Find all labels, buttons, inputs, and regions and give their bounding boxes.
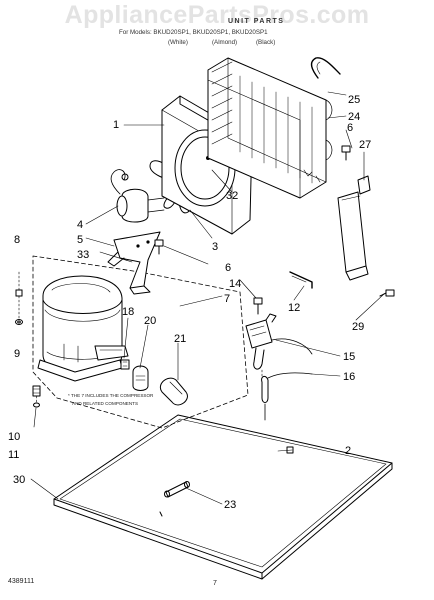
callout-33: 33	[77, 249, 89, 261]
screw-bracket	[154, 239, 164, 255]
callout-14: 14	[229, 278, 241, 290]
drain-tube	[159, 481, 190, 517]
compressor-foot	[32, 385, 41, 408]
callout-11: 11	[8, 449, 19, 461]
solenoid-valve	[245, 313, 313, 385]
screw-center	[253, 297, 263, 315]
callout-7: 7	[224, 293, 230, 305]
leader-lines	[30, 91, 385, 505]
model-colors: (White) (Almond) (Black)	[168, 39, 300, 46]
callout-24: 24	[348, 111, 360, 123]
fan-motor-bracket	[107, 231, 161, 295]
callout-3: 3	[212, 241, 218, 253]
callout-6-top: 6	[347, 122, 353, 134]
callout-18: 18	[122, 306, 134, 318]
side-bracket	[337, 191, 369, 281]
screw-upper-right	[341, 145, 351, 161]
compressor	[37, 275, 129, 382]
color-almond: (Almond)	[212, 39, 238, 46]
condenser-coil	[207, 57, 333, 199]
watermark: AppliancePartsPros.com	[64, 1, 370, 29]
screw-left	[15, 271, 23, 297]
overload-protector	[132, 365, 149, 391]
callout-16: 16	[343, 371, 355, 383]
diagram-title: UNIT PARTS	[228, 18, 285, 25]
compressor-note-line-2: AND RELATED COMPONENTS	[72, 401, 138, 406]
callout-12: 12	[288, 302, 300, 314]
callout-1: 1	[113, 119, 119, 131]
callout-21: 21	[174, 333, 186, 345]
callout-6-lower: 6	[225, 262, 231, 274]
callout-15: 15	[343, 351, 355, 363]
callout-30: 30	[13, 474, 25, 486]
tube-clip	[289, 271, 313, 289]
model-numbers: For Models: BKUD20SP1, BKUD20SP1, BKUD20…	[119, 29, 268, 36]
start-relay	[120, 359, 130, 370]
callout-5: 5	[77, 234, 83, 246]
callout-9: 9	[14, 348, 20, 360]
screw-bracket-lower	[379, 289, 395, 297]
hairpin-tube	[310, 57, 341, 79]
compressor-note-line-1: * THE 7 INCLUDES THE COMPRESSOR	[68, 393, 154, 398]
callout-25: 25	[348, 94, 360, 106]
callout-10: 10	[8, 431, 20, 443]
compressor-assembly-outline	[32, 255, 249, 429]
callout-29: 29	[352, 321, 364, 333]
filter-drier	[261, 372, 313, 421]
callout-4: 4	[77, 219, 83, 231]
callout-27: 27	[359, 139, 371, 151]
bracket-tab	[357, 175, 371, 195]
callout-2: 2	[345, 445, 351, 457]
color-black: (Black)	[256, 39, 276, 46]
base-pan	[53, 414, 393, 580]
callout-20: 20	[144, 315, 156, 327]
callout-32: 32	[226, 190, 238, 202]
part-number: 4389111	[8, 578, 35, 585]
callout-23: 23	[224, 499, 236, 511]
color-white: (White)	[168, 39, 188, 46]
page-number: 7	[213, 580, 217, 587]
terminal-cover	[160, 377, 188, 406]
callout-8: 8	[14, 234, 20, 246]
fan-motor	[110, 169, 165, 223]
